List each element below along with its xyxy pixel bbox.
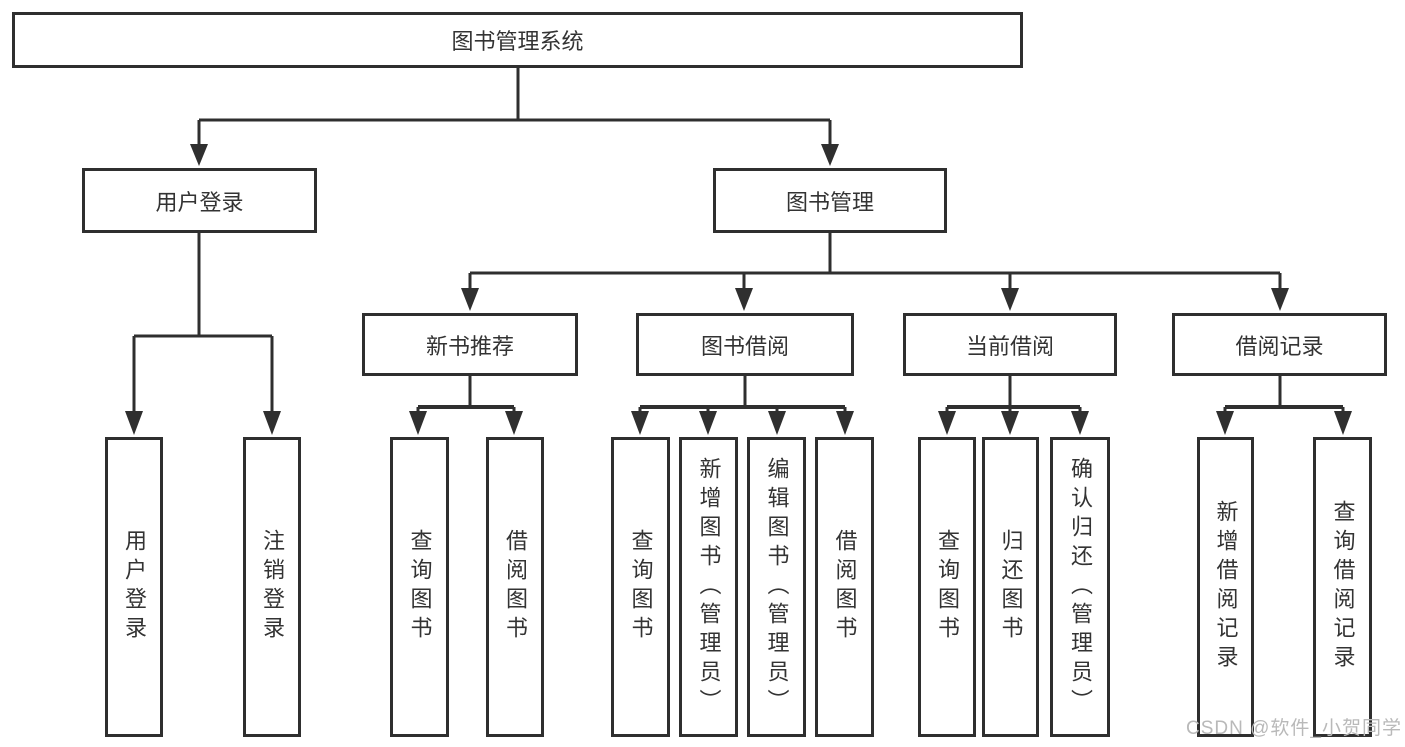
node-leaf-add-borrow-record: 新增借阅记录 [1197,437,1254,737]
node-leaf-query-books: 查询图书 [611,437,670,737]
arrow-down-icon [768,411,786,435]
leaf-label: 查询图书 [628,529,654,645]
node-leaf-query-borrow-record: 查询借阅记录 [1313,437,1372,737]
node-borrow-records: 借阅记录 [1172,313,1387,376]
leaf-label: 归还图书 [998,529,1024,645]
leaf-label: 确认归还（管理员） [1068,456,1093,718]
arrow-down-icon [1001,288,1019,311]
leaf-label: 注销登录 [260,529,285,645]
arrow-down-icon [505,411,523,435]
arrow-down-icon [836,411,854,435]
node-current-borrowing: 当前借阅 [903,313,1117,376]
arrow-down-icon [263,411,281,435]
leaf-label: 查询图书 [407,529,433,645]
arrow-down-icon [1001,411,1019,435]
node-leaf-logout: 注销登录 [243,437,301,737]
leaf-label: 新增图书（管理员） [696,456,722,718]
arrow-down-icon [1216,411,1234,435]
leaf-label: 借阅图书 [503,529,528,645]
arrow-down-icon [1271,288,1289,311]
node-library-management-system: 图书管理系统 [12,12,1023,68]
arrow-down-icon [409,411,427,435]
arrow-down-icon [190,144,208,166]
leaf-label: 查询图书 [935,529,960,645]
leaf-label: 查询借阅记录 [1330,500,1356,674]
leaf-label: 编辑图书（管理员） [764,456,790,718]
node-leaf-query-books: 查询图书 [390,437,449,737]
node-book-management: 图书管理 [713,168,947,233]
connector-root-split [190,67,839,166]
connector-user-login-split [125,233,281,435]
node-leaf-query-books: 查询图书 [918,437,976,737]
node-leaf-borrow-books: 借阅图书 [486,437,544,737]
node-leaf-user-login: 用户登录 [105,437,163,737]
node-leaf-return-books: 归还图书 [982,437,1039,737]
connector-book-mgmt-split [461,233,1289,311]
arrow-down-icon [1334,411,1352,435]
leaf-label: 新增借阅记录 [1213,500,1239,674]
node-user-login: 用户登录 [82,168,317,233]
leaf-label: 借阅图书 [832,529,858,645]
node-leaf-edit-book-admin: 编辑图书（管理员） [747,437,806,737]
connector-book-borrow-split [631,376,854,435]
arrow-down-icon [1071,411,1089,435]
arrow-down-icon [631,411,649,435]
arrow-down-icon [125,411,143,435]
arrow-down-icon [461,288,479,311]
arrow-down-icon [699,411,717,435]
node-leaf-confirm-return-admin: 确认归还（管理员） [1050,437,1110,737]
connector-borrow-records-split [1216,376,1352,435]
node-new-book-recommend: 新书推荐 [362,313,578,376]
arrow-down-icon [938,411,956,435]
connector-new-books-split [409,376,523,435]
arrow-down-icon [821,144,839,166]
node-leaf-add-book-admin: 新增图书（管理员） [679,437,738,737]
leaf-label: 用户登录 [122,529,147,645]
node-leaf-borrow-books: 借阅图书 [815,437,874,737]
watermark: CSDN @软件_小贺同学 [1186,718,1402,739]
node-book-borrowing: 图书借阅 [636,313,854,376]
connector-current-borrow-split [938,376,1089,435]
arrow-down-icon [735,288,753,311]
